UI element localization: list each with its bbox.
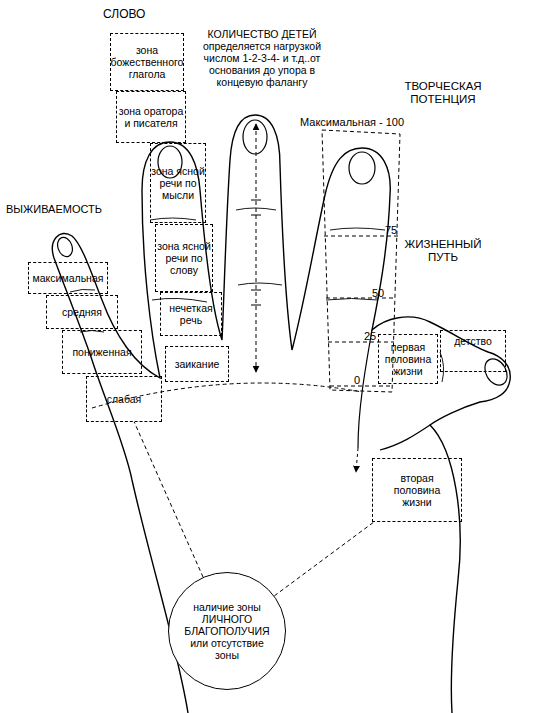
zone-text: пониженная bbox=[72, 346, 131, 358]
finger-nail bbox=[349, 152, 375, 184]
finger-crease bbox=[70, 208, 444, 382]
zone-box: первая половина жизни bbox=[378, 334, 438, 384]
zone-box: зона ясной речи по слову bbox=[155, 224, 213, 292]
zone-box: слабая bbox=[86, 376, 162, 422]
zone-text: максимальная bbox=[33, 272, 104, 284]
length-tick bbox=[251, 200, 261, 305]
zone-text: наличие зоны ЛИЧНОГО БЛАГОПОЛУЧИЯ или от… bbox=[179, 601, 275, 661]
zone-text: зона божественного глагола bbox=[111, 44, 184, 80]
thumb-fold bbox=[358, 330, 372, 448]
diagram-label: 50 bbox=[372, 287, 384, 300]
zone-box: зона божественного глагола bbox=[110, 33, 184, 91]
zone-text: детство bbox=[454, 335, 492, 347]
length-arrow bbox=[256, 124, 257, 372]
finger-nail bbox=[55, 235, 75, 259]
finger-nail bbox=[480, 355, 511, 389]
diagram-label: КОЛИЧЕСТВО ДЕТЕЙ определяется нагрузкой … bbox=[192, 28, 332, 88]
finger-nail bbox=[243, 120, 267, 154]
zone-box: зона оратора и писателя bbox=[116, 91, 186, 143]
diagram-label: ЖИЗНЕННЫЙ ПУТЬ bbox=[400, 238, 486, 264]
leader-line bbox=[134, 422, 203, 577]
leader-line bbox=[274, 522, 374, 596]
zone-box: зона ясной речи по мысли bbox=[150, 143, 206, 223]
zone-text: первая половина жизни bbox=[379, 341, 437, 377]
zone-box: пониженная bbox=[62, 330, 142, 374]
zone-text: слабая bbox=[107, 393, 142, 405]
diagram-label: ТВОРЧЕСКАЯ ПОТЕНЦИЯ bbox=[390, 80, 496, 106]
diagram-label: 75 bbox=[385, 224, 397, 237]
zone-text: нечеткая речь bbox=[161, 302, 221, 326]
zone-box: максимальная bbox=[28, 262, 108, 294]
thumb-fold bbox=[380, 425, 430, 450]
zone-box: нечеткая речь bbox=[160, 292, 222, 336]
zone-box: вторая половина жизни bbox=[372, 458, 462, 522]
hand-outline bbox=[52, 115, 510, 713]
diagram-label: Максимальная - 100 bbox=[300, 116, 404, 129]
diagram-label: 25 bbox=[364, 330, 376, 343]
zone-circle: наличие зоны ЛИЧНОГО БЛАГОПОЛУЧИЯ или от… bbox=[168, 572, 286, 690]
zone-text: заикание bbox=[175, 358, 220, 370]
zone-text: вторая половина жизни bbox=[386, 472, 448, 508]
zone-text: зона ясной речи по слову bbox=[156, 240, 212, 276]
zone-box: детство bbox=[440, 330, 506, 372]
zone-text: зона ясной речи по мысли bbox=[151, 165, 205, 201]
zone-box: заикание bbox=[165, 346, 229, 382]
zone-box: средняя bbox=[46, 295, 118, 329]
pointer-arrow bbox=[356, 448, 358, 472]
diagram-label: 0 bbox=[354, 374, 360, 387]
finger-base-line bbox=[92, 383, 362, 408]
diagram-label: СЛОВО bbox=[103, 8, 145, 22]
zone-text: зона оратора и писателя bbox=[117, 105, 185, 129]
zone-text: средняя bbox=[62, 306, 102, 318]
diagram-label: ВЫЖИВАЕМОСТЬ bbox=[6, 203, 102, 216]
scale-frame bbox=[322, 130, 400, 392]
